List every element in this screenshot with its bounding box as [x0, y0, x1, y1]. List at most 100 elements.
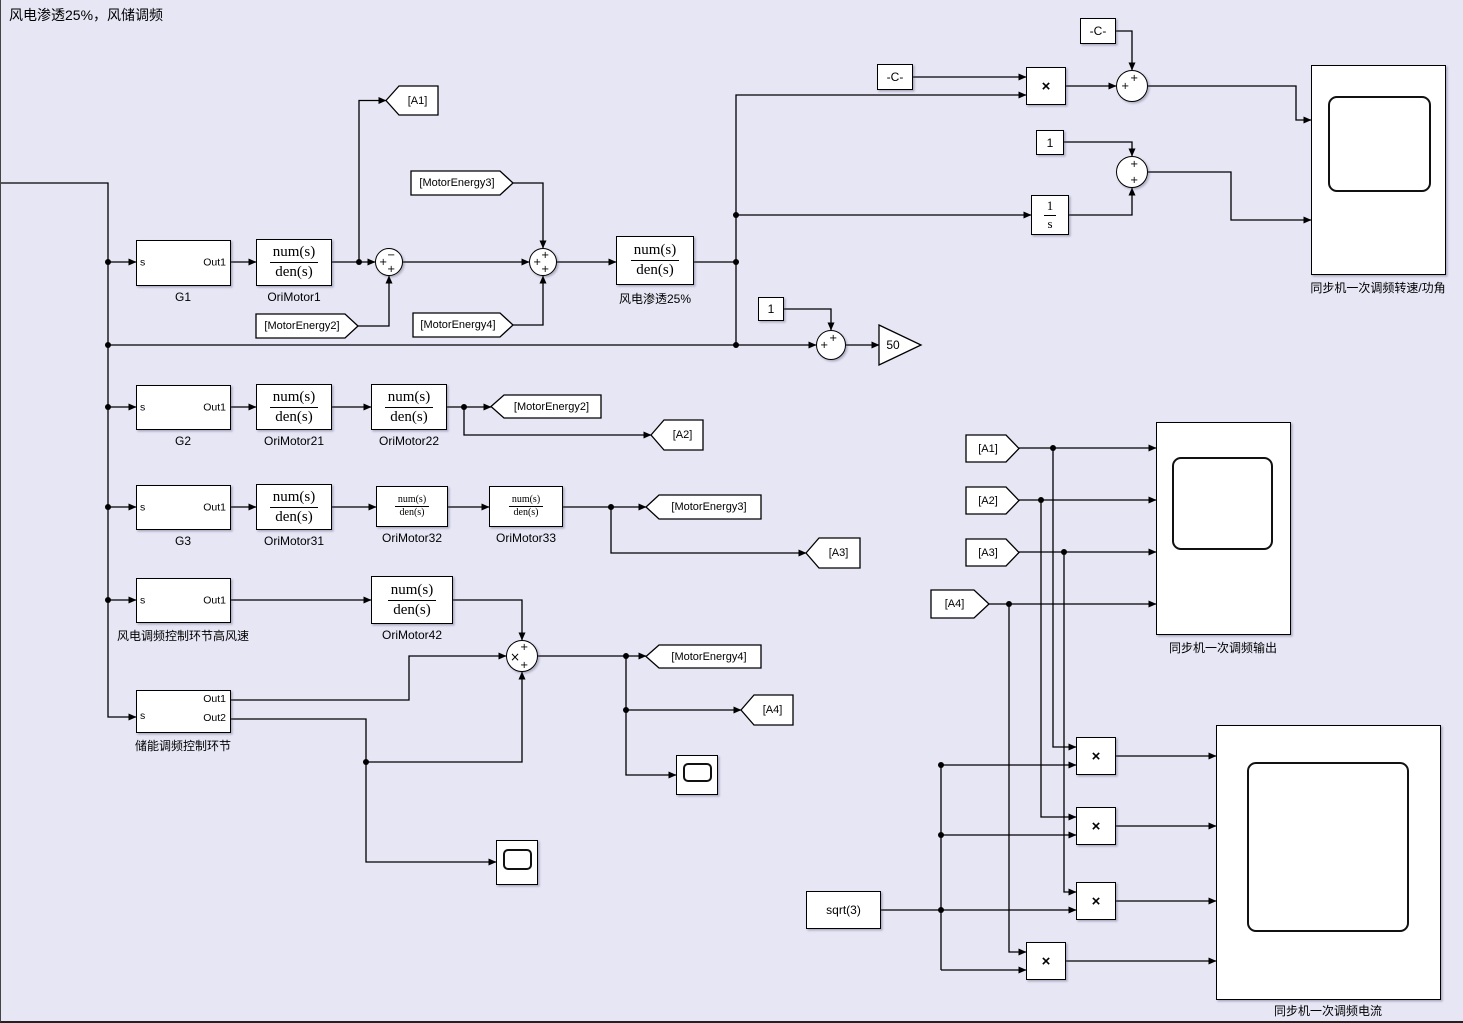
port-label-out1: Out1 [203, 693, 226, 705]
multiply-icon: × [1041, 77, 1051, 95]
constant-value: -C- [1089, 24, 1107, 38]
sqrt3-block[interactable]: sqrt(3) [806, 891, 881, 929]
scope-mini-1[interactable] [676, 755, 718, 795]
tf-numerator: num(s) [508, 494, 544, 507]
from-tag-motorenergy2-label[interactable]: [MotorEnergy2] [264, 320, 340, 332]
sum-block-4[interactable]: + + [1116, 156, 1148, 188]
gain-value: 50 [886, 338, 900, 352]
port-label-out: Out1 [203, 501, 226, 513]
from-tag-a3-shape [965, 538, 1020, 567]
subsystem-storage[interactable]: s Out1 Out2 [136, 690, 231, 733]
tf-denominator: den(s) [513, 507, 539, 518]
from-tag-a3-label[interactable]: [A3] [978, 546, 998, 559]
scope-mini-2[interactable] [496, 840, 538, 885]
port-label-in: s [140, 256, 146, 269]
product-block-3[interactable]: × [1076, 882, 1116, 920]
constant-one-mid[interactable]: 1 [758, 297, 784, 321]
transfer-fcn-orimotor42[interactable]: num(s)den(s) [371, 576, 453, 624]
goto-tag-motorenergy3-shape [645, 494, 762, 520]
scope-freq-current-label: 同步机一次调频电流 [1273, 1004, 1383, 1018]
block-label-orimotor22: OriMotor22 [378, 434, 440, 448]
port-label-in: s [140, 501, 146, 513]
block-label-orimotor31: OriMotor31 [263, 534, 325, 548]
transfer-fcn-orimotor22[interactable]: num(s)den(s) [371, 384, 447, 430]
sum-sign-top: − [387, 250, 396, 261]
sum-block-2[interactable]: + + + [529, 248, 557, 276]
tf-denominator: den(s) [275, 264, 313, 280]
goto-tag-a1-label[interactable]: [A1] [407, 94, 428, 107]
transfer-fcn-orimotor33[interactable]: num(s)den(s) [489, 486, 563, 527]
product-block-4[interactable]: × [1026, 942, 1066, 980]
from-tag-motorenergy3-label[interactable]: [MotorEnergy3] [419, 177, 495, 189]
sum-sign-left: + [379, 257, 388, 268]
goto-tag-motorenergy3-label[interactable]: [MotorEnergy3] [671, 501, 747, 513]
subsystem-g1[interactable]: s Out1 [136, 240, 231, 286]
sum-sign-top: + [541, 250, 550, 261]
sum-block-5[interactable]: + + [816, 330, 846, 360]
from-tag-motorenergy4-label[interactable]: [MotorEnergy4] [420, 319, 496, 331]
constant-neg-c-top[interactable]: -C- [1080, 18, 1116, 44]
diagram-title: 风电渗透25%，风储调频 [9, 7, 164, 23]
from-tag-a1-label[interactable]: [A1] [978, 442, 998, 455]
constant-neg-c-left[interactable]: -C- [877, 64, 913, 90]
multiply-icon: × [1091, 817, 1101, 835]
goto-tag-a3-label[interactable]: [A3] [828, 547, 849, 559]
product-block-2[interactable]: × [1076, 807, 1116, 845]
port-label-out: Out1 [203, 401, 226, 413]
goto-tag-motorenergy4-label[interactable]: [MotorEnergy4] [671, 650, 747, 663]
scope-screen [1247, 762, 1409, 932]
from-tag-motorenergy4-shape [412, 312, 514, 338]
goto-tag-a4-label[interactable]: [A4] [762, 704, 783, 716]
goto-tag-a4-shape [740, 694, 794, 726]
port-label-out2: Out2 [203, 712, 226, 724]
sum-sign-bottom: + [387, 264, 396, 275]
block-label-orimotor42: OriMotor42 [381, 628, 443, 642]
from-tag-a4-label[interactable]: [A4] [944, 598, 965, 610]
port-label-out: Out1 [203, 256, 226, 269]
transfer-fcn-orimotor32[interactable]: num(s)den(s) [376, 486, 448, 527]
goto-tag-motorenergy2-label[interactable]: [MotorEnergy2] [513, 400, 590, 413]
signal-wires[interactable] [1, 30, 1312, 974]
scope-speed-angle[interactable] [1311, 65, 1446, 275]
goto-tag-a3-shape [805, 537, 861, 569]
product-block-1[interactable]: × [1076, 737, 1116, 775]
block-label-orimotor21: OriMotor21 [263, 434, 325, 448]
constant-value: 1 [767, 302, 775, 316]
block-label-orimotor32: OriMotor32 [381, 531, 443, 545]
from-tag-a2-label[interactable]: [A2] [978, 494, 998, 507]
block-label-g2: G2 [174, 434, 192, 448]
gain-block-shape [878, 323, 923, 367]
port-label-in: s [140, 401, 146, 413]
product-block-top[interactable]: × [1026, 67, 1066, 105]
transfer-fcn-wind-pen25[interactable]: num(s)den(s) [616, 236, 694, 285]
tf-numerator: num(s) [387, 581, 437, 601]
goto-tag-a2-label[interactable]: [A2] [672, 429, 693, 441]
sum-block-1[interactable]: − + + [375, 248, 403, 276]
sum-block-3[interactable]: + + [1116, 70, 1148, 102]
tf-numerator: num(s) [384, 388, 434, 408]
block-label-orimotor1: OriMotor1 [267, 290, 321, 304]
tf-denominator: den(s) [399, 507, 425, 518]
transfer-fcn-orimotor21[interactable]: num(s)den(s) [256, 384, 332, 430]
scope-freq-output[interactable] [1156, 422, 1291, 635]
goto-from-tag-shapes[interactable] [255, 85, 1020, 726]
transfer-fcn-orimotor31[interactable]: num(s)den(s) [256, 484, 332, 530]
sum-sign-bottom: + [541, 264, 550, 275]
tf-numerator: num(s) [269, 488, 319, 508]
goto-tag-motorenergy4-shape [645, 644, 762, 669]
scope-freq-current[interactable] [1216, 725, 1441, 1000]
transfer-fcn-orimotor1[interactable]: num(s)den(s) [256, 239, 332, 286]
multiply-icon: × [1091, 892, 1101, 910]
subsystem-wind-high-speed[interactable]: s Out1 [136, 578, 231, 623]
scope-screen [1172, 457, 1273, 550]
junction-dots [105, 212, 1067, 913]
sum-sign-top: + [829, 333, 838, 344]
constant-one-top[interactable]: 1 [1036, 130, 1064, 155]
block-label-g1: G1 [174, 290, 192, 304]
product-junction-circle[interactable]: × + + [506, 640, 538, 672]
subsystem-g2[interactable]: s Out1 [136, 385, 231, 430]
subsystem-g3[interactable]: s Out1 [136, 485, 231, 530]
block-label-storage: 储能调频控制环节 [134, 739, 232, 753]
